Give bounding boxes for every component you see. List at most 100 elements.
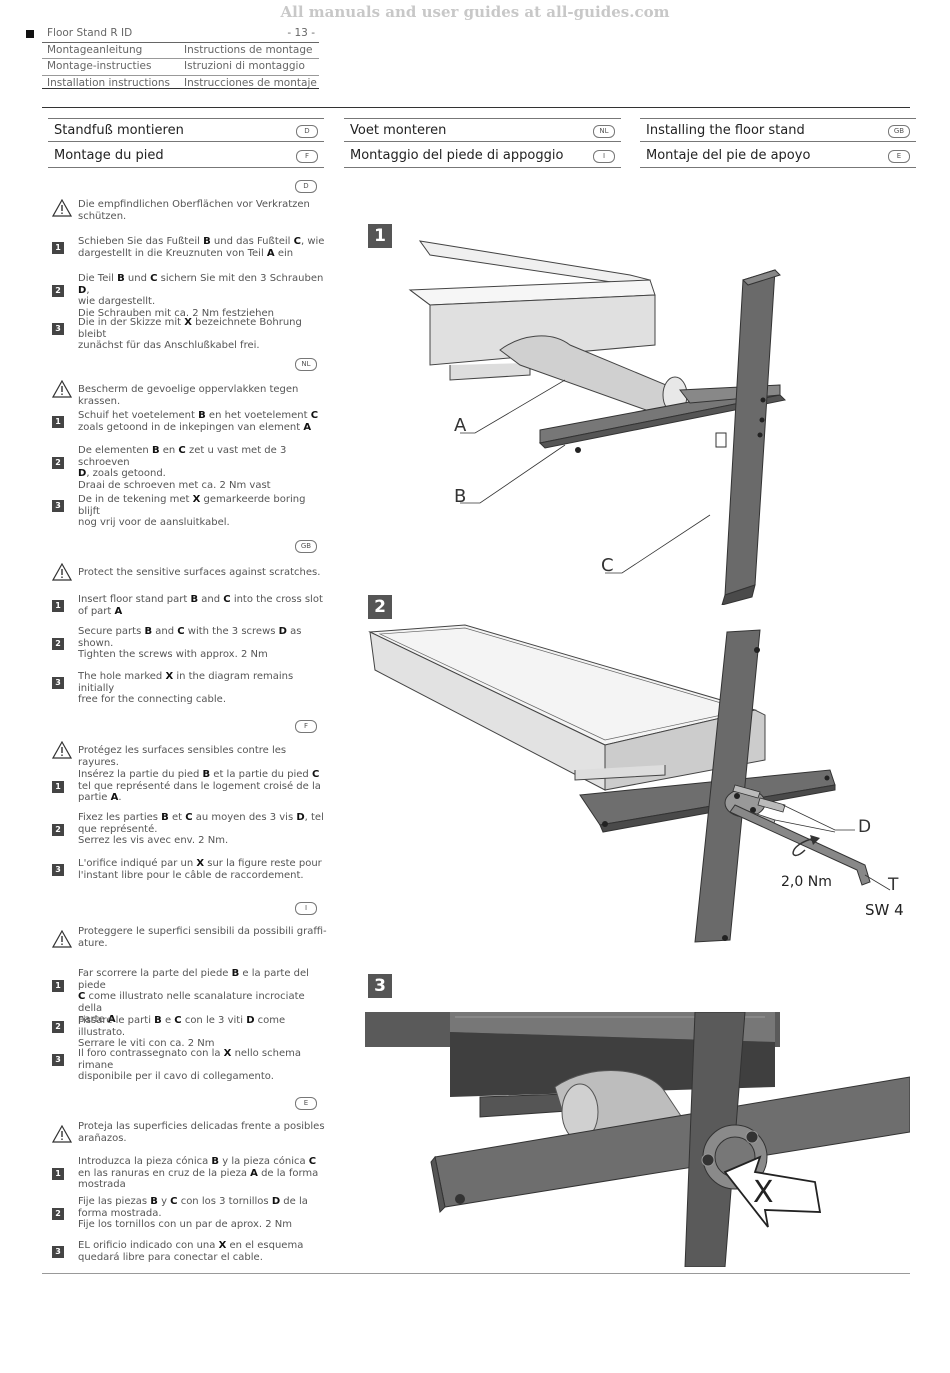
- step-it-3: 3 Il foro contrassegnato con la X nello …: [52, 1048, 327, 1083]
- part-reference: D: [246, 1015, 255, 1026]
- part-reference: C: [185, 812, 193, 823]
- figure-2-number: 2: [368, 595, 392, 619]
- part-reference: C: [178, 445, 186, 456]
- title-es: Montaje del pie de apoyo E: [640, 144, 916, 168]
- step-nl-3: 3 De in de tekening met X gemarkeerde bo…: [52, 494, 327, 529]
- step-number: 2: [52, 824, 64, 836]
- label-sw: SW 4: [865, 901, 904, 919]
- part-reference: X: [196, 858, 205, 869]
- header-cell: Installation instructions: [47, 76, 170, 89]
- label-torque: 2,0 Nm: [781, 874, 832, 890]
- header-row: Installation instructions Instrucciones …: [42, 76, 319, 92]
- step-text: Il foro contrassegnato con la X nello sc…: [78, 1048, 301, 1082]
- step-number: 3: [52, 323, 64, 335]
- step-number: 3: [52, 677, 64, 689]
- section-badge-gb: GB: [295, 540, 317, 553]
- figure-1-illustration: A B C: [408, 240, 787, 605]
- part-reference: D: [271, 1196, 281, 1207]
- part-reference: B: [190, 594, 199, 605]
- section-badge-de: D: [295, 180, 317, 193]
- title-text: Montaje del pie de apoyo: [646, 148, 811, 163]
- title-text: Standfuß montieren: [54, 123, 184, 138]
- warning-text: Protégez les surfaces sensibles contre l…: [78, 745, 287, 768]
- header-cell: Montageanleitung: [47, 43, 143, 56]
- part-reference: A: [303, 421, 312, 433]
- warning-nl: Bescherm de gevoelige oppervlakken tegen…: [52, 380, 327, 407]
- part-reference: X: [192, 494, 201, 505]
- language-badge: NL: [593, 125, 615, 138]
- section-badge-es: E: [295, 1097, 317, 1110]
- part-reference: B: [144, 626, 153, 637]
- step-nl-1: 1 Schuif het voetelement B en het voetel…: [52, 410, 327, 433]
- step-es-1: 1 Introduzca la pieza cónica B y la piez…: [52, 1156, 327, 1191]
- part-reference: C: [310, 410, 319, 421]
- section-badge-fr: F: [295, 720, 317, 733]
- step-text: Fije las piezas B y C con los 3 tornillo…: [78, 1196, 308, 1230]
- step-text: De elementen B en C zet u vast met de 3 …: [78, 445, 287, 491]
- step-number: 3: [52, 1054, 64, 1066]
- label-b: B: [454, 486, 466, 507]
- part-reference: B: [150, 1196, 158, 1207]
- language-badge: GB: [888, 125, 910, 138]
- part-reference: C: [150, 273, 158, 284]
- header-table: Floor Stand R ID - 13 - Montageanleitung…: [42, 26, 319, 91]
- step-number: 3: [52, 1246, 64, 1258]
- part-reference: A: [107, 1014, 116, 1025]
- warning-text: Protect the sensitive surfaces against s…: [78, 567, 321, 578]
- warning-it: Proteggere le superfici sensibili da pos…: [52, 926, 327, 949]
- label-x: X: [753, 1175, 774, 1210]
- step-text: Die Teil B und C sichern Sie mit den 3 S…: [78, 273, 324, 319]
- step-text: Die in der Skizze mit X bezeichnete Bohr…: [78, 317, 302, 351]
- header-cell: Instrucciones de montaje: [184, 76, 317, 89]
- header-rule: [42, 88, 319, 89]
- header-cell: Montage-instructies: [47, 60, 152, 72]
- step-number: 3: [52, 864, 64, 876]
- warning-gb: Protect the sensitive surfaces against s…: [52, 563, 327, 581]
- step-de-3: 3 Die in der Skizze mit X bezeichnete Bo…: [52, 317, 327, 352]
- part-reference: B: [154, 1015, 162, 1026]
- language-badge: E: [888, 150, 910, 163]
- warning-es: Proteja las superficies delicadas frente…: [52, 1121, 327, 1144]
- step-number: 1: [52, 1168, 64, 1180]
- warning-icon: [52, 930, 72, 948]
- warning-text: Die empfindlichen Oberflächen vor Verkra…: [78, 199, 310, 222]
- title-text: Voet monteren: [350, 123, 447, 138]
- title-nl: Voet monteren NL: [344, 118, 621, 142]
- step-text: Fixez les parties B et C au moyen des 3 …: [78, 812, 324, 846]
- part-reference: C: [78, 991, 86, 1002]
- step-text: Fissare le parti B e C con le 3 viti D c…: [78, 1015, 286, 1049]
- warning-text: Bescherm de gevoelige oppervlakken tegen…: [78, 384, 299, 407]
- step-text: Far scorrere la parte del piede B e la p…: [78, 968, 309, 1025]
- step-number: 1: [52, 781, 64, 793]
- part-reference: C: [177, 626, 185, 637]
- title-text: Montage du pied: [54, 148, 164, 163]
- step-text: Insert floor stand part B and C into the…: [78, 594, 323, 617]
- product-name: Floor Stand R ID: [47, 27, 133, 39]
- header-cell: Istruzioni di montaggio: [184, 60, 305, 72]
- step-fr-2: 2 Fixez les parties B et C au moyen des …: [52, 812, 327, 847]
- step-text: EL orificio indicado con una X en el esq…: [78, 1240, 304, 1263]
- warning-icon: [52, 563, 72, 581]
- page-bottom-rule: [42, 1273, 910, 1274]
- part-reference: C: [223, 594, 231, 605]
- step-text: L'orifice indiqué par un X sur la figure…: [78, 858, 322, 881]
- part-reference: B: [161, 812, 169, 823]
- header-cell: Instructions de montage: [184, 43, 313, 56]
- figure-2-illustration: D T 2,0 Nm SW 4: [368, 624, 904, 943]
- language-badge: I: [593, 150, 615, 163]
- part-reference: B: [203, 236, 211, 247]
- step-fr-1: 1 Insérez la partie du pied B et la part…: [52, 769, 327, 804]
- step-text: The hole marked X in the diagram remains…: [78, 671, 294, 705]
- step-gb-3: 3 The hole marked X in the diagram remai…: [52, 671, 327, 706]
- part-reference: A: [110, 792, 119, 803]
- part-reference: A: [266, 247, 275, 259]
- watermark: All manuals and user guides at all-guide…: [280, 3, 670, 21]
- page-number: - 13 -: [287, 27, 315, 39]
- header-row: Floor Stand R ID - 13 -: [42, 26, 319, 43]
- warning-icon: [52, 1125, 72, 1143]
- step-text: Schuif het voetelement B en het voetelem…: [78, 410, 319, 433]
- warning-icon: [52, 380, 72, 398]
- step-it-1: 1 Far scorrere la parte del piede B e la…: [52, 968, 327, 1026]
- label-t: T: [887, 875, 899, 895]
- header-row: Montage-instructies Istruzioni di montag…: [42, 59, 319, 76]
